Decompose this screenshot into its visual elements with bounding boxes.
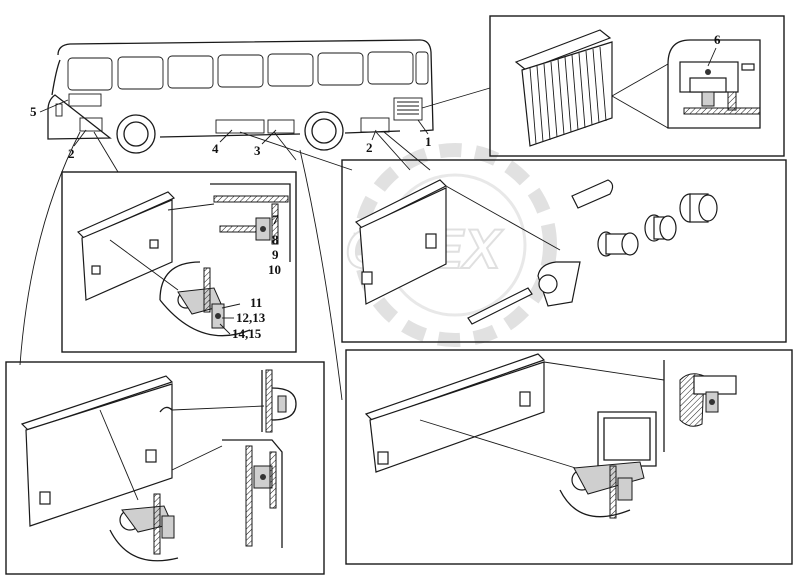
callout-6: 6 <box>714 32 721 47</box>
callout-4: 4 <box>212 141 219 156</box>
panel-hatch-right-bottom <box>345 349 793 565</box>
hatch-3-marker <box>267 119 295 134</box>
callout-8: 8 <box>272 232 279 247</box>
panel-hatch-left-bottom <box>5 361 325 575</box>
callout-9: 9 <box>272 247 279 262</box>
bus-callouts: 5 2 4 3 2 1 <box>19 87 491 401</box>
callout-5: 5 <box>30 104 37 119</box>
callout-14-15: 14,15 <box>232 326 262 341</box>
hatch-2-left-marker <box>79 117 103 132</box>
callout-3: 3 <box>254 143 261 158</box>
grille-1-marker <box>393 97 423 121</box>
panel-hinge <box>341 159 787 343</box>
hatch-5-marker <box>68 93 102 107</box>
panel-grille: 6 <box>489 15 785 157</box>
bus-outline <box>47 39 434 154</box>
callout-7: 7 <box>272 212 279 227</box>
callout-11: 11 <box>250 295 262 310</box>
panel-hatch-7-15: 7 8 9 10 11 12,13 14,15 <box>61 171 297 353</box>
callout-12-13: 12,13 <box>236 310 266 325</box>
callout-10: 10 <box>268 262 281 277</box>
callout-1: 1 <box>425 134 432 149</box>
callout-2-left: 2 <box>68 146 75 161</box>
hatch-2-right-marker <box>360 117 390 133</box>
callout-2-right: 2 <box>366 140 373 155</box>
hatch-4-marker <box>215 119 265 134</box>
